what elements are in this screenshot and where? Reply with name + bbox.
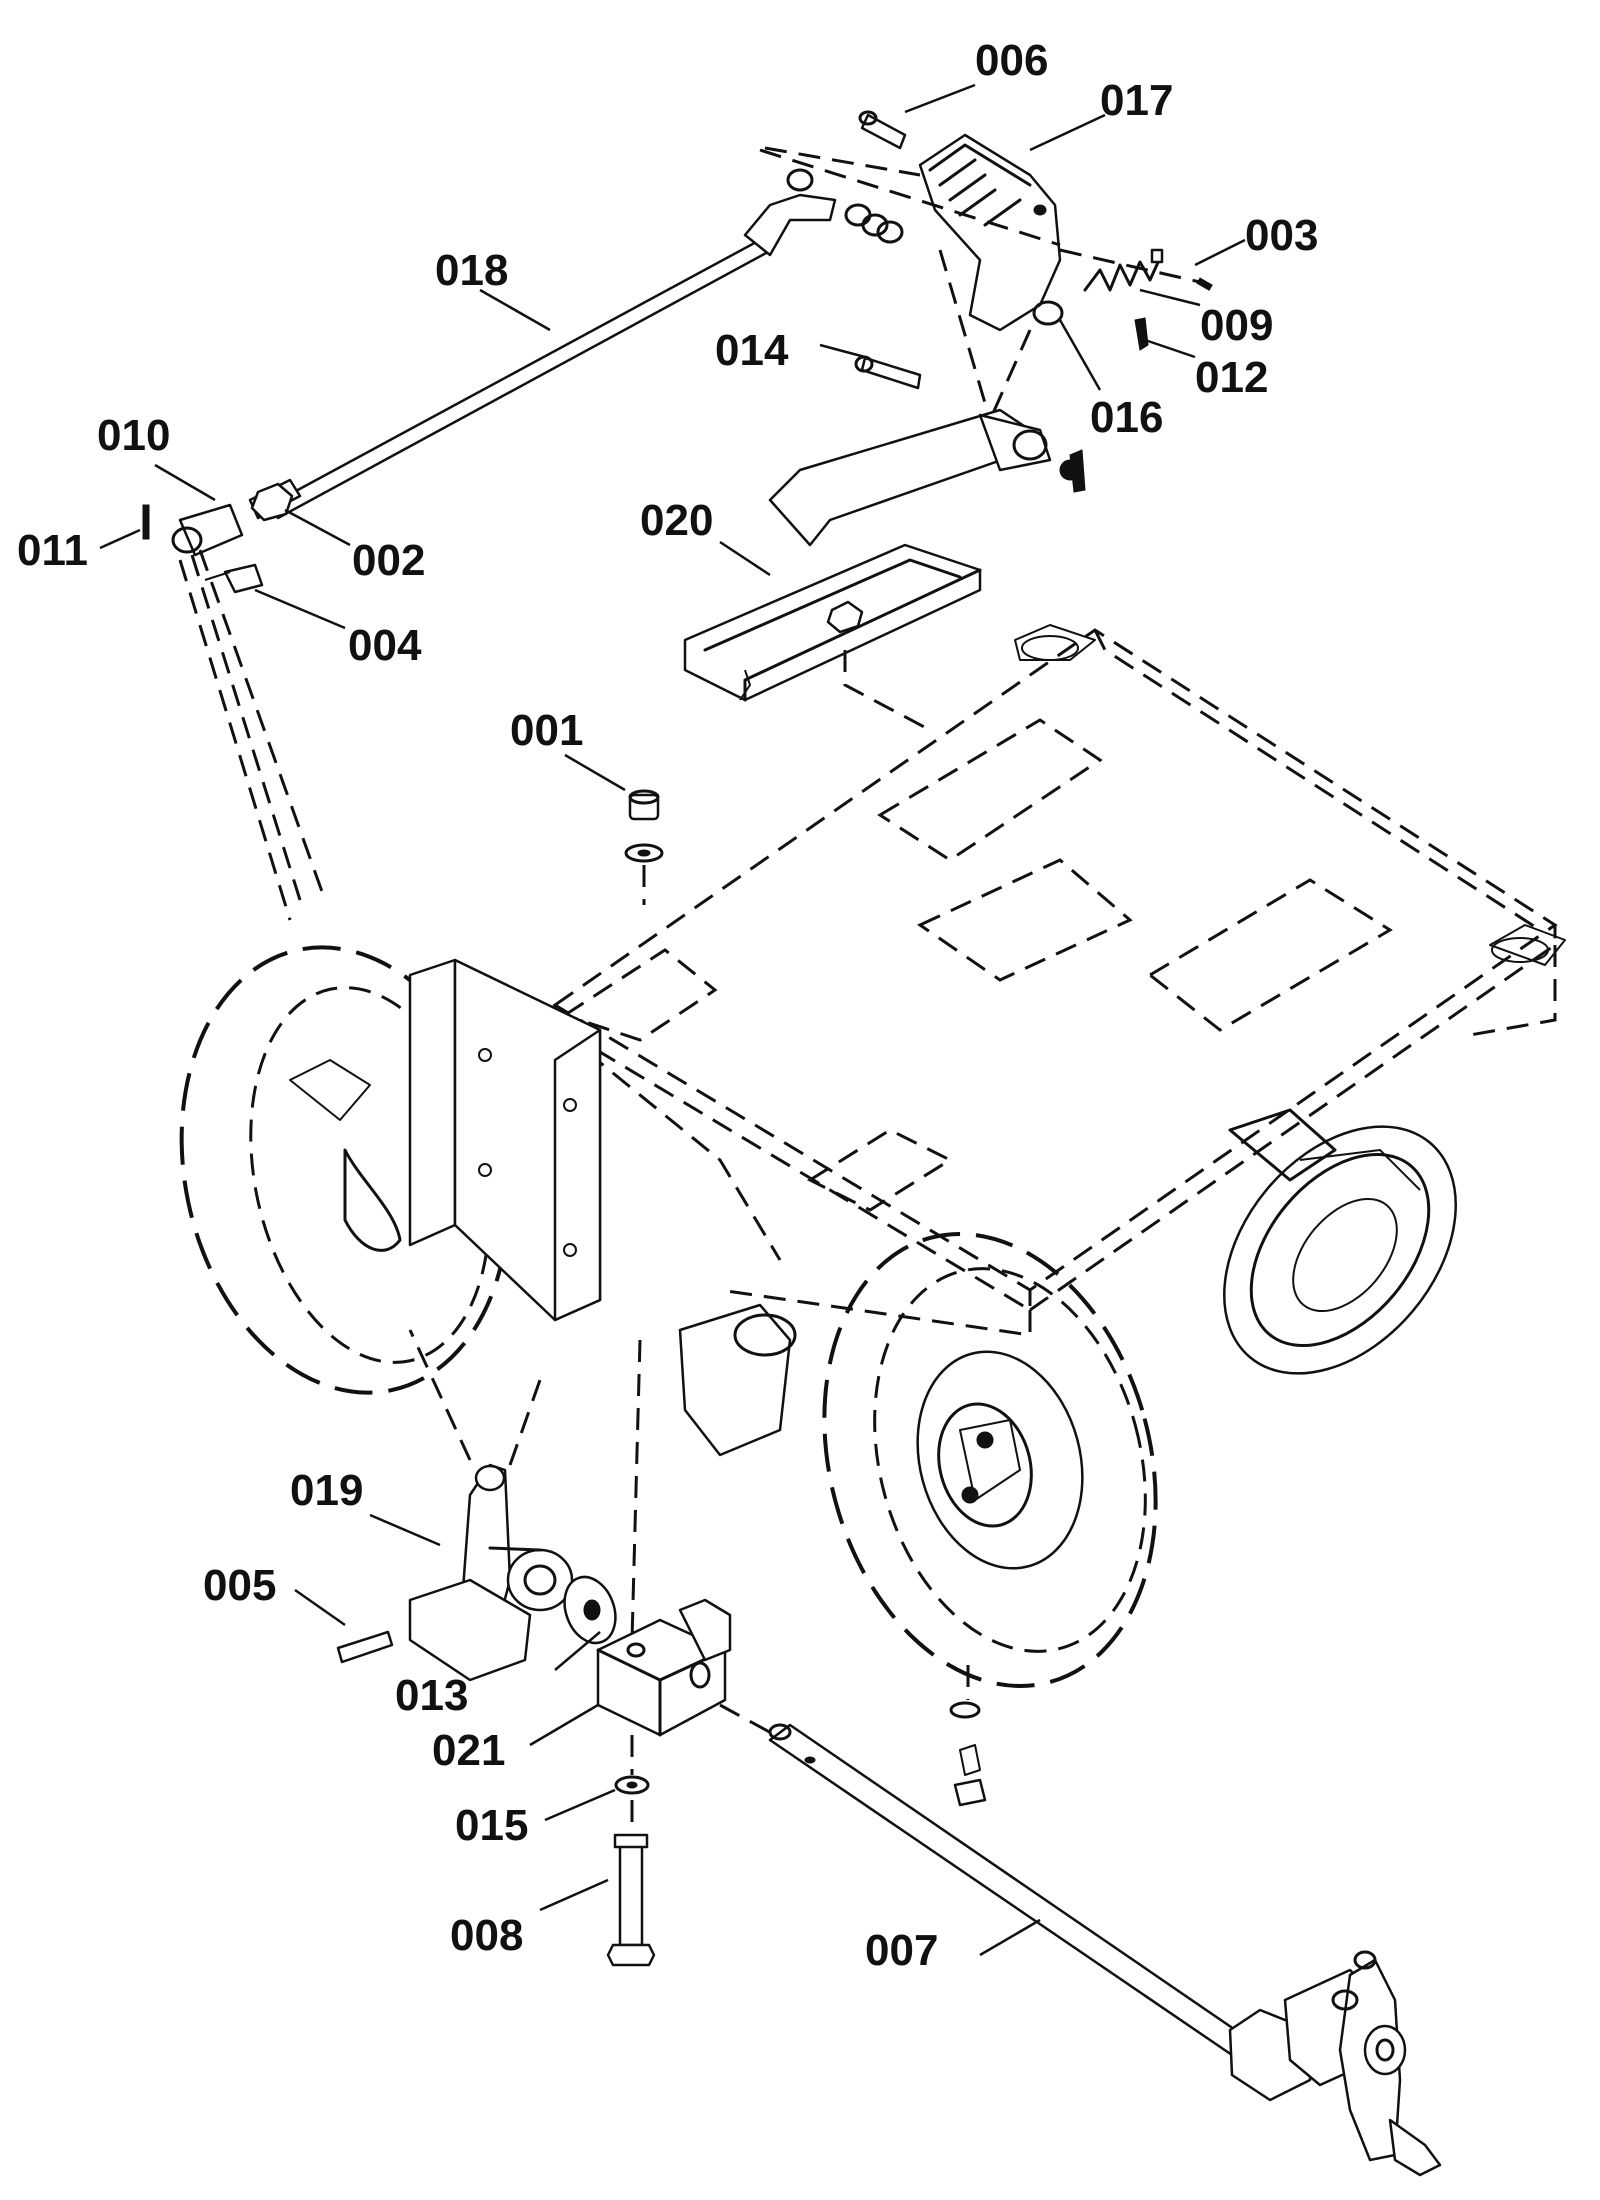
axle-007	[768, 1723, 1442, 2177]
linkage-rod	[142, 168, 837, 921]
label-018: 018	[435, 246, 508, 295]
pin-014	[854, 355, 922, 390]
label-012: 012	[1195, 353, 1268, 402]
label-008: 008	[450, 1911, 523, 1960]
bracket-019	[336, 1329, 617, 1682]
label-019: 019	[290, 1466, 363, 1515]
label-007: 007	[865, 1926, 938, 1975]
foot-plate	[683, 408, 1086, 732]
label-006: 006	[975, 36, 1048, 85]
label-014: 014	[715, 326, 789, 375]
bolt-001	[624, 789, 664, 905]
label-004: 004	[348, 621, 422, 670]
label-017: 017	[1100, 76, 1173, 125]
label-002: 002	[352, 536, 425, 585]
front-wheel	[678, 1232, 1158, 1688]
part-number-labels: 006 017 003 009 012 016 014 018 010 011 …	[17, 36, 1318, 1975]
pedal-assembly	[759, 110, 1213, 421]
label-001: 001	[510, 706, 583, 755]
label-013: 013	[395, 1671, 468, 1720]
label-003: 003	[1245, 211, 1318, 260]
label-021: 021	[432, 1726, 505, 1775]
label-016: 016	[1090, 393, 1163, 442]
rear-caster-wheel	[1223, 1108, 1457, 1375]
label-015: 015	[455, 1801, 528, 1850]
chassis-frame	[552, 624, 1566, 1337]
hub-fasteners	[949, 1665, 987, 1807]
label-009: 009	[1200, 301, 1273, 350]
label-005: 005	[203, 1561, 276, 1610]
label-011: 011	[17, 526, 88, 575]
left-mount-plate	[408, 958, 602, 1322]
leader-lines	[99, 83, 1246, 1957]
block-021	[596, 1339, 776, 1967]
label-020: 020	[640, 496, 713, 545]
label-010: 010	[97, 411, 170, 460]
